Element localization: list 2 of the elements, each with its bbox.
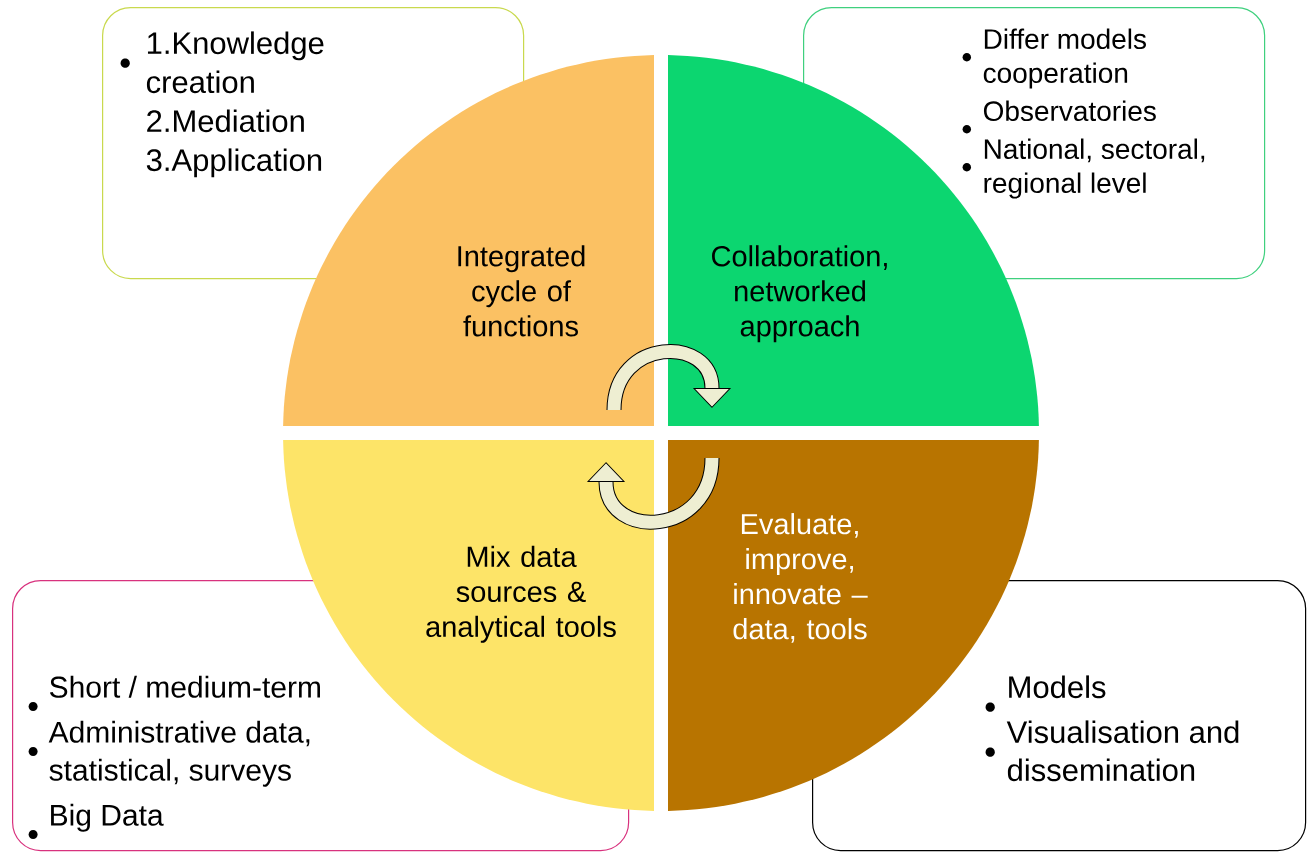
- curved-arrow: [587, 457, 720, 530]
- curved-arrow: [606, 344, 731, 411]
